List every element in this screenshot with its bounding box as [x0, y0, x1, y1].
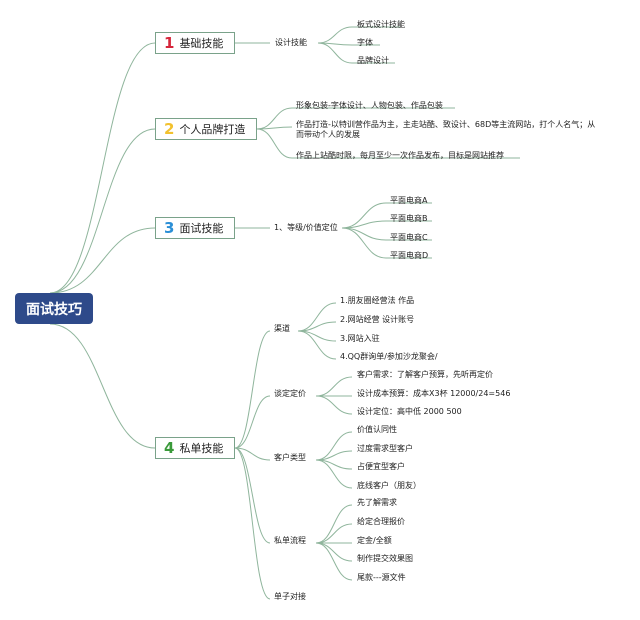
connector-line [315, 504, 353, 544]
group-pricing: 谈定定价 [274, 389, 306, 398]
process-leaf: 尾款---源文件 [357, 573, 406, 582]
connector-line [317, 42, 353, 64]
branch-2-leaf: 作品上站酷时限，每月至少一次作品发布，目标是网站推荐 [296, 151, 504, 160]
group-client-types: 客户类型 [274, 453, 306, 462]
channel-leaf: 2.网站经营 设计账号 [340, 315, 415, 324]
connector-line [256, 128, 293, 159]
branch-2-leaf: 形象包装-字体设计、人物包装、作品包装 [296, 101, 443, 110]
connector-line [234, 395, 271, 449]
connector-line [315, 523, 353, 544]
root-to-branch-4 [49, 323, 156, 449]
connector-line [315, 542, 353, 562]
channel-leaf: 4.QQ群询单/参加沙龙聚会/ [340, 352, 438, 361]
connector-line [315, 376, 353, 397]
branch-2-node[interactable]: 2 个人品牌打造 [155, 118, 257, 140]
process-leaf: 定金/全额 [357, 536, 392, 545]
branch-1-number: 1 [164, 34, 175, 52]
connector-line [297, 330, 337, 360]
branch-4-number: 4 [164, 439, 175, 457]
branch-1-leaf: 字体 [357, 38, 373, 47]
connector-line [315, 542, 353, 581]
branch-3-leaf: 平面电商A [390, 196, 428, 205]
connector-line [315, 459, 353, 489]
channel-leaf: 1.朋友圈经营法 作品 [340, 296, 415, 305]
branch-1-label: 基础技能 [179, 37, 224, 50]
branch-2-number: 2 [164, 120, 175, 138]
branch-3-leaf: 平面电商B [390, 214, 428, 223]
branch-3-sub: 1、等级/价值定位 [274, 223, 338, 232]
client-type-leaf: 价值认同性 [357, 425, 397, 434]
root-to-branch-2 [49, 128, 156, 294]
branch-3-leaf: 平面电商C [390, 233, 428, 242]
connector-line [256, 107, 293, 130]
connector-line [256, 126, 293, 130]
connector-line [317, 26, 353, 44]
connector-line [234, 447, 271, 461]
group-channel: 渠道 [274, 324, 290, 333]
client-type-leaf: 占便宜型客户 [357, 462, 405, 471]
pricing-leaf: 设计成本预算：成本X3杯 12000/24=546 [357, 389, 511, 398]
branch-3-number: 3 [164, 219, 175, 237]
group-order-handoff: 单子对接 [274, 592, 306, 601]
branch-2-label: 个人品牌打造 [179, 123, 246, 136]
branch-2-leaf: 作品打造-以特训营作品为主，主走站酷、致设计、68D等主流网站，打个人名气；从而… [296, 120, 596, 139]
branch-1-node[interactable]: 1 基础技能 [155, 32, 235, 54]
branch-3-label: 面试技能 [179, 222, 224, 235]
pricing-leaf: 设计定位：高中低 2000 500 [357, 407, 462, 416]
branch-3-leaf: 平面电商D [390, 251, 429, 260]
connector-line [341, 227, 387, 259]
connector-line [234, 447, 271, 544]
process-leaf: 制作提交效果图 [357, 554, 413, 563]
root-to-branch-1 [49, 42, 156, 294]
connector-line [297, 302, 337, 332]
process-leaf: 给定合理报价 [357, 517, 405, 526]
root-node[interactable]: 面试技巧 [15, 293, 93, 324]
channel-leaf: 3.网站入驻 [340, 334, 380, 343]
branch-1-leaf: 品牌设计 [357, 56, 389, 65]
client-type-leaf: 底线客户（朋友） [357, 481, 421, 490]
connector-line [341, 227, 387, 241]
root-to-branch-3 [49, 227, 156, 294]
branch-1-sub: 设计技能 [275, 38, 307, 47]
connector-line [315, 395, 353, 415]
branch-3-node[interactable]: 3 面试技能 [155, 217, 235, 239]
branch-4-node[interactable]: 4 私单技能 [155, 437, 235, 459]
group-process: 私单流程 [274, 536, 306, 545]
client-type-leaf: 过度需求型客户 [357, 444, 413, 453]
connector-line [234, 330, 271, 449]
branch-1-leaf: 板式设计技能 [357, 20, 405, 29]
connector-line [315, 431, 353, 461]
connector-line [234, 447, 271, 600]
pricing-leaf: 客户需求：了解客户预算，先听再定价 [357, 370, 493, 379]
process-leaf: 先了解需求 [357, 498, 397, 507]
connector-line [297, 321, 337, 332]
branch-4-label: 私单技能 [179, 442, 224, 455]
